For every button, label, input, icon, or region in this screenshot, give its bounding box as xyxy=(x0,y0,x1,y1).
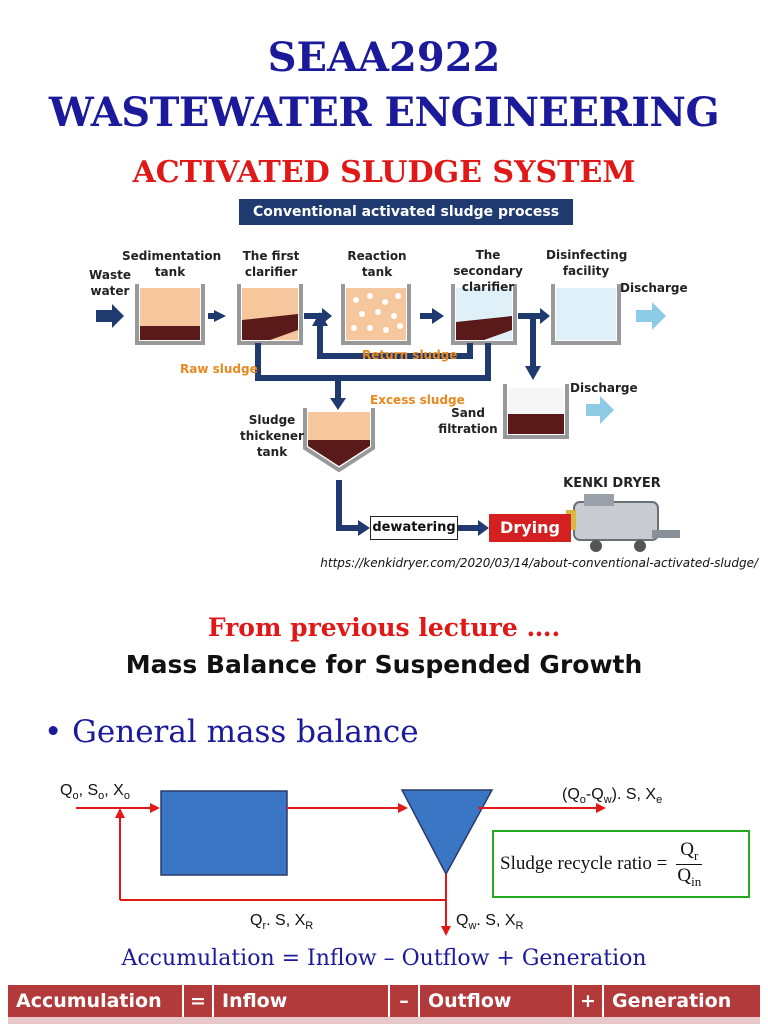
effluent-label: (Qo-Qw). S, Xe xyxy=(562,786,663,807)
table-cell-inflow: Inflow xyxy=(214,985,390,1017)
table-row xyxy=(8,1017,760,1024)
reaction-tank xyxy=(341,284,411,345)
table-cell-equals: = xyxy=(184,985,214,1017)
label-sand-filtration: Sand filtration xyxy=(438,406,498,436)
bullet-general-mass-balance: • General mass balance xyxy=(44,714,419,750)
first-clarifier xyxy=(237,284,303,345)
label-secondary-clarifier: The secondary clarifier xyxy=(453,248,523,294)
topic-title: ACTIVATED SLUDGE SYSTEM xyxy=(132,155,636,190)
sludge-recycle-ratio-box: Sludge recycle ratio = Qr Qin xyxy=(492,830,750,898)
ratio-fraction: Qr Qin xyxy=(676,838,703,889)
reactor-box xyxy=(160,790,288,876)
inlet-arrow xyxy=(96,304,124,328)
source-link[interactable]: https://kenkidryer.com/2020/03/14/about-… xyxy=(320,556,758,570)
table-cell-plus: + xyxy=(574,985,604,1017)
bullet-text: General mass balance xyxy=(72,714,419,750)
sedimentation-tank xyxy=(135,284,205,345)
course-name: WASTEWATER ENGINEERING xyxy=(48,89,720,136)
accumulation-equation: Accumulation = Inflow – Outflow + Genera… xyxy=(121,946,647,971)
table-cell-accumulation: Accumulation xyxy=(8,985,184,1017)
label-sedimentation-tank: Sedimentation tank xyxy=(122,249,222,279)
label-reaction-tank: Reaction tank xyxy=(347,249,407,279)
ratio-text: Sludge recycle ratio = xyxy=(500,853,668,874)
figure-banner: Conventional activated sludge process xyxy=(239,199,573,225)
label-raw-sludge: Raw sludge xyxy=(180,362,258,376)
sludge-thickener-tank xyxy=(303,408,375,473)
label-kenki-dryer: KENKI DRYER xyxy=(563,476,661,491)
table-cell-generation: Generation xyxy=(612,990,732,1012)
drying-box: Drying xyxy=(489,514,571,542)
inflow-label: Qo, So, Xo xyxy=(60,782,130,803)
label-first-clarifier: The first clarifier xyxy=(242,249,300,279)
recycle-label: Qr. S, XR xyxy=(250,912,314,933)
section-title: Mass Balance for Suspended Growth xyxy=(125,650,643,679)
label-sludge-thickener: Sludge thickener tank xyxy=(240,413,304,459)
kenki-dryer-machine xyxy=(566,494,680,552)
label-return-sludge: Return sludge xyxy=(362,348,458,362)
previous-lecture-heading: From previous lecture …. xyxy=(207,613,561,642)
discharge-arrow-2 xyxy=(586,396,614,424)
secondary-clarifier xyxy=(451,284,517,345)
sand-filtration-tank xyxy=(503,384,569,439)
table-cell-outflow: Outflow xyxy=(420,985,574,1017)
mass-balance-diagram xyxy=(76,789,606,936)
process-flow-diagram xyxy=(96,284,680,552)
discharge-arrow-1 xyxy=(636,302,666,330)
label-disinfecting-facility: Disinfecting facility xyxy=(546,248,628,278)
disinfecting-facility xyxy=(551,284,621,345)
label-discharge-1: Discharge xyxy=(620,281,688,295)
clarifier-triangle xyxy=(400,789,494,876)
waste-label: Qw. S, XR xyxy=(456,912,524,933)
table-cell-minus: – xyxy=(390,985,420,1017)
label-discharge-2: Discharge xyxy=(570,381,638,395)
label-waste-water: Waste water xyxy=(89,268,131,298)
course-code: SEAA2922 xyxy=(267,34,501,81)
dewatering-box: dewatering xyxy=(370,516,458,540)
label-excess-sludge: Excess sludge xyxy=(370,393,465,407)
